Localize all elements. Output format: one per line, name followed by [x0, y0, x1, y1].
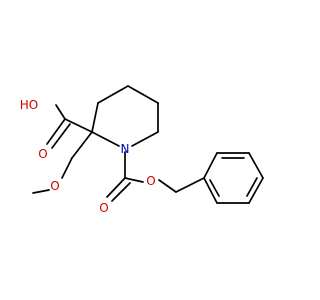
chemical-structure: HO O N O O O: [20, 85, 264, 215]
bond-ch2-o: [61, 157, 73, 179]
bond-acid-c-o-double-2: [51, 123, 71, 149]
atom-label-acid-carbonyl-oxygen: O: [38, 147, 47, 161]
bond-acid-c-oh: [55, 104, 66, 120]
atom-label-ether-oxygen: O: [50, 179, 59, 193]
phenyl-bond-6: [203, 177, 218, 204]
atom-label-hydroxyl: HO: [20, 98, 38, 112]
bond-carbonyl-c-ester-o: [124, 177, 144, 183]
carboxylic-acid-group: [46, 104, 93, 149]
phenyl-inner-bond-c: [209, 179, 220, 197]
atom-label-ester-carbonyl-oxygen: O: [99, 201, 108, 215]
phenyl-ring: [203, 152, 264, 204]
ring-bond-n-c2: [91, 131, 120, 147]
phenyl-bond-3: [248, 152, 264, 179]
ring-bond-c2-c3: [91, 102, 99, 133]
phenyl-bond-4: [248, 177, 264, 204]
bond-o-ch3: [32, 189, 50, 194]
bond-c2-acid-c: [64, 118, 93, 133]
bond-ch2-phenyl: [175, 177, 205, 193]
bond-acid-c-o-double-1: [46, 118, 66, 145]
bond-c2-ch2: [71, 131, 93, 159]
bond-ester-o-ch2: [158, 179, 177, 193]
piperidine-ring: [91, 85, 159, 147]
atom-label-nitrogen: N: [121, 142, 130, 156]
methoxymethyl-group: [32, 131, 93, 194]
ring-bond-c3-c4: [97, 85, 129, 104]
atom-label-ester-oxygen: O: [146, 174, 155, 188]
carbamate-group: [106, 151, 205, 202]
bond-carbonyl-c-o-double-2: [111, 182, 131, 202]
bond-carbonyl-c-o-double-1: [106, 177, 126, 198]
phenyl-inner-bond-b: [246, 177, 258, 197]
ring-bond-c4-c5: [127, 85, 159, 104]
phenyl-bond-1: [203, 152, 218, 179]
ring-bond-c6-n: [131, 131, 159, 147]
